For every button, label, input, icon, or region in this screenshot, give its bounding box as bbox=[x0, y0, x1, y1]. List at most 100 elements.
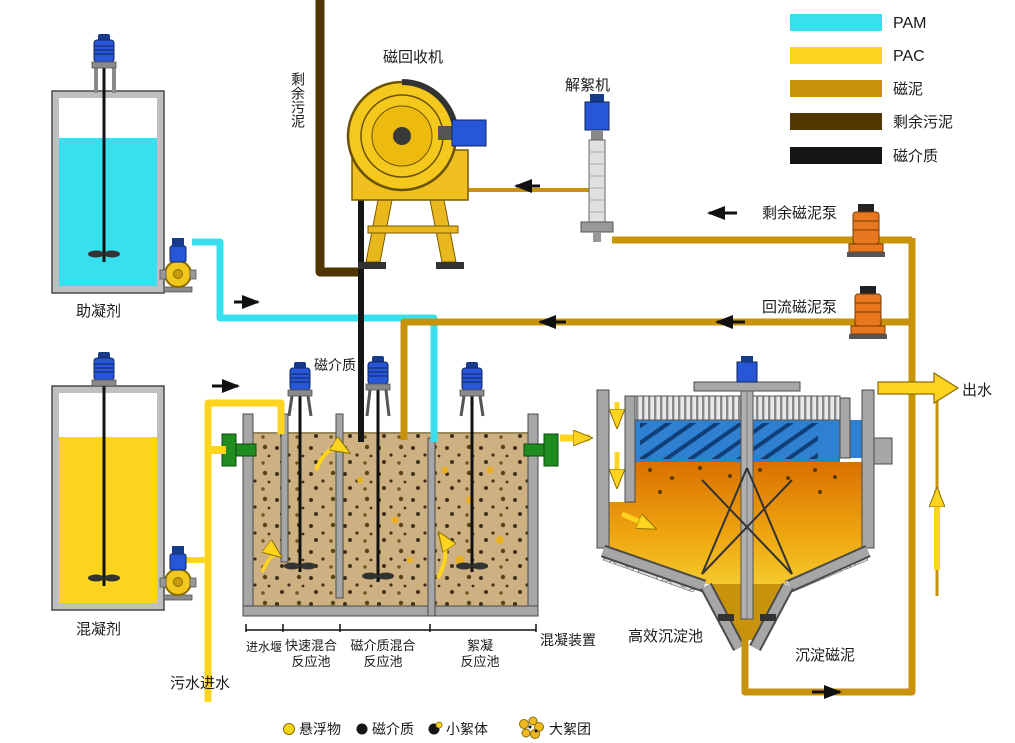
legend-swatch-surplus-sludge bbox=[790, 113, 882, 130]
divider-wall-1 bbox=[335, 413, 344, 599]
wall-left-outer bbox=[596, 389, 610, 549]
coagulant-aid-label: 助凝剂 bbox=[76, 303, 121, 320]
coagulant-tank: 混凝剂 bbox=[51, 351, 165, 638]
legend-label-magnetic-media: 磁介质 bbox=[893, 148, 938, 165]
rapid-mix-label-1: 快速混合 bbox=[285, 638, 337, 653]
settling-zone bbox=[609, 462, 862, 584]
mixer-3 bbox=[456, 361, 488, 572]
mixer-motor-icon bbox=[91, 33, 117, 69]
deflocculator-label: 解絮机 bbox=[565, 77, 610, 94]
inlet-weir-label: 进水堰 bbox=[246, 640, 282, 654]
return-sludge-pump-label: 回流磁泥泵 bbox=[762, 299, 837, 316]
sludge-blanket-dots bbox=[648, 466, 837, 494]
reaction-tank: 进水堰 快速混合 反应池 磁介质混合 反应池 絮凝 反应池 混凝装置 bbox=[221, 355, 596, 669]
rapid-mix-label-2: 反应池 bbox=[291, 654, 330, 669]
media-mix-label-1: 磁介质混合 bbox=[350, 638, 415, 653]
magnetic-recovery-machine: 磁回收机 bbox=[346, 49, 487, 269]
mixer-2 bbox=[362, 355, 394, 582]
legend-label-surplus-sludge: 剩余污泥 bbox=[893, 113, 953, 131]
coagulant-label: 混凝剂 bbox=[76, 621, 121, 638]
sewage-inflow-label: 污水进水 bbox=[170, 675, 230, 692]
legend-label-pac: PAC bbox=[893, 48, 925, 65]
return-magnetic-sludge-pump bbox=[848, 285, 888, 340]
effluent-launder bbox=[634, 395, 841, 421]
coagulant-aid-tank: 助凝剂 bbox=[51, 33, 165, 320]
magnetic-recovery-label: 磁回收机 bbox=[383, 49, 443, 66]
mixer-motor-icon bbox=[91, 351, 117, 387]
outlet-stub bbox=[523, 443, 547, 457]
mixer-motor-icon bbox=[287, 361, 313, 397]
surplus-sludge-pipe bbox=[315, 0, 361, 277]
drum-hub bbox=[393, 127, 411, 145]
large-floc-label: 大絮团 bbox=[549, 721, 591, 737]
settled-sludge-label: 沉淀磁泥 bbox=[795, 647, 855, 664]
magnetic-media-legend-label: 磁介质 bbox=[372, 721, 414, 737]
pac-dosing-pump bbox=[159, 545, 197, 601]
legend-label-pam: PAM bbox=[893, 15, 926, 32]
scraper-motor bbox=[736, 361, 758, 383]
surplus-sludge-pump-label: 剩余磁泥泵 bbox=[762, 204, 837, 222]
pam-pipe bbox=[192, 238, 438, 442]
pam-liquid bbox=[59, 138, 157, 286]
surplus-sludge-pipe-label: 剩余污泥 bbox=[290, 72, 306, 129]
scraper-paddle-right bbox=[760, 614, 776, 621]
legend: PAM PAC 磁泥 剩余污泥 磁介质 bbox=[790, 14, 953, 165]
flow-arrows-black bbox=[212, 179, 842, 699]
reaction-tank-liquid bbox=[253, 432, 528, 606]
outlet-box bbox=[873, 437, 893, 465]
media-mix-label-2: 反应池 bbox=[363, 654, 402, 669]
divider-wall-2 bbox=[427, 437, 436, 617]
suspended-solids-label: 悬浮物 bbox=[299, 721, 341, 737]
flow-arrows-yellow bbox=[560, 402, 937, 570]
deflocculator-base bbox=[580, 221, 614, 233]
lamella-plates bbox=[640, 423, 818, 459]
magnetic-media-icon bbox=[356, 723, 368, 735]
stand-foot-left bbox=[358, 262, 386, 269]
effluent-chamber bbox=[850, 420, 862, 458]
wall-effluent bbox=[839, 397, 851, 459]
outflow-label: 出水 bbox=[962, 382, 992, 399]
magnetic-media-pipe-label: 磁介质 bbox=[314, 357, 356, 373]
legend-swatch-pam bbox=[790, 14, 882, 31]
pam-dosing-pump bbox=[159, 237, 197, 293]
drum-motor bbox=[451, 119, 487, 147]
legend-label-magnetic-sludge: 磁泥 bbox=[893, 81, 923, 98]
scraper-bridge bbox=[693, 381, 801, 392]
outlet-flange bbox=[543, 433, 559, 467]
inlet-weir-wall bbox=[280, 413, 289, 563]
inlet-stub bbox=[233, 443, 257, 457]
mixer-motor-icon bbox=[459, 361, 485, 397]
internal-flow-arrows bbox=[260, 449, 446, 579]
stand-foot-right bbox=[436, 262, 464, 269]
scraper-truss bbox=[701, 467, 793, 575]
mixer-motor-icon bbox=[365, 355, 391, 391]
pipes bbox=[186, 0, 939, 702]
small-floc-label: 小絮体 bbox=[446, 721, 488, 737]
sedimentation-tank-label: 高效沉淀池 bbox=[628, 628, 703, 645]
mixer-1 bbox=[284, 361, 316, 572]
bottom-legend: 悬浮物 磁介质 小絮体 大絮团 bbox=[283, 716, 591, 739]
legend-swatch-pac bbox=[790, 47, 882, 64]
scraper-paddle-left bbox=[718, 614, 734, 621]
stand-crossbar bbox=[367, 225, 459, 234]
floc-label-1: 絮凝 bbox=[467, 638, 493, 653]
gearbox bbox=[438, 126, 454, 140]
legend-swatch-magnetic-media bbox=[790, 147, 882, 164]
compartment-bracket bbox=[245, 624, 537, 632]
deflocculator-motor bbox=[584, 101, 610, 131]
suspended-solids-icon bbox=[283, 723, 295, 735]
wall-left-inner bbox=[624, 395, 636, 503]
sedimentation-tank: 高效沉淀池 沉淀磁泥 bbox=[596, 356, 893, 664]
surplus-magnetic-sludge-pump bbox=[846, 203, 886, 258]
legend-swatch-magnetic-sludge bbox=[790, 80, 882, 97]
wall-right-outer bbox=[861, 389, 875, 549]
outflow-arrow bbox=[877, 371, 960, 405]
deflocculator: 解絮机 bbox=[565, 77, 614, 242]
tank-wall-bottom bbox=[242, 605, 539, 617]
sloped-floor-left bbox=[601, 546, 706, 591]
floc-label-2: 反应池 bbox=[460, 654, 499, 669]
sloped-floor-right bbox=[788, 546, 870, 591]
coagulation-device-label: 混凝装置 bbox=[540, 632, 596, 648]
